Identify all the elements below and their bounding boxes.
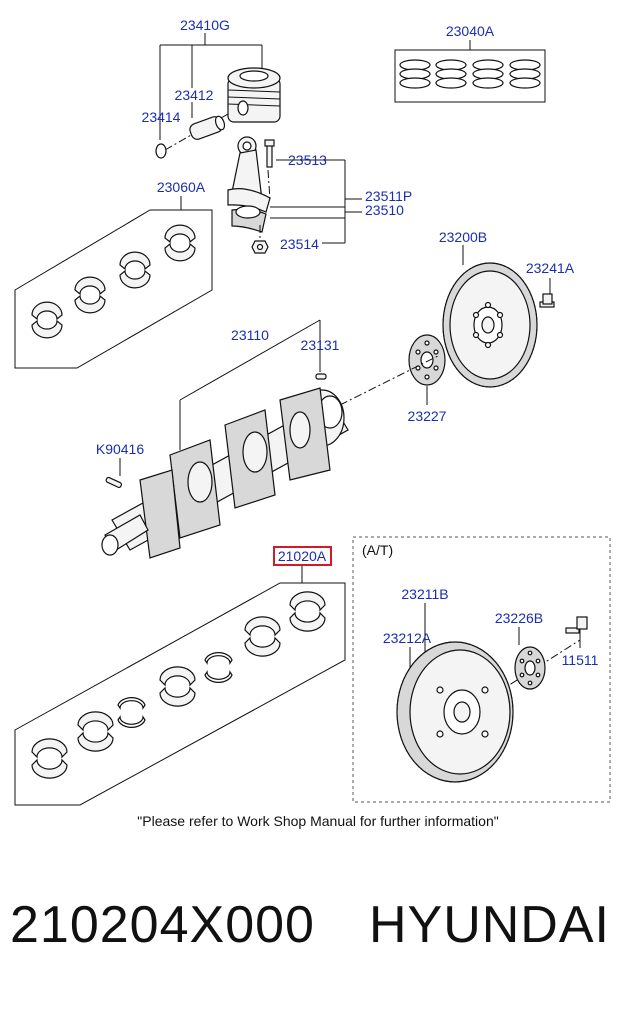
label-ring-gear[interactable]: 23212A (383, 630, 432, 646)
connecting-rod-group: 23513 23511P 23510 23514 (227, 136, 412, 254)
main-bearing-set: 21020A (14, 546, 346, 806)
key-icon[interactable] (105, 476, 123, 489)
workshop-note: "Please refer to Work Shop Manual for fu… (137, 813, 498, 829)
piston-group: 23410G 23412 23414 (142, 17, 281, 159)
main-bearing-icon[interactable] (31, 591, 326, 779)
spacer-plate-icon[interactable] (408, 334, 446, 386)
label-crank-pin[interactable]: 23131 (301, 337, 340, 353)
label-crankshaft[interactable]: 23110 (231, 327, 269, 343)
label-piston-ring-set[interactable]: 23040A (446, 23, 495, 39)
label-drive-plate-bolt[interactable]: 11511 (562, 652, 599, 668)
label-flywheel-bolt[interactable]: 23241A (526, 260, 575, 276)
crank-pin-icon[interactable] (315, 373, 327, 380)
piston-icon[interactable] (227, 67, 281, 123)
label-connecting-rod-cap[interactable]: 23510 (365, 202, 404, 218)
label-spacer-plate[interactable]: 23227 (408, 408, 447, 424)
label-flywheel[interactable]: 23200B (439, 229, 487, 245)
drive-plate-icon[interactable] (396, 641, 514, 783)
spacer-plate-group: 23227 (408, 334, 447, 424)
piston-pin-icon[interactable] (188, 115, 226, 141)
label-piston-assembly[interactable]: 23410G (180, 17, 230, 33)
label-connecting-rod-nut[interactable]: 23514 (280, 236, 319, 252)
label-snap-ring[interactable]: 23414 (142, 109, 181, 125)
label-drive-plate[interactable]: 23211B (401, 586, 448, 602)
crankshaft-group: 23110 23131 K90416 (96, 319, 441, 559)
rod-nut-icon[interactable] (251, 240, 269, 254)
piston-ring-set: 23040A (394, 23, 546, 103)
label-piston-pin[interactable]: 23412 (175, 87, 214, 103)
label-adapter-plate[interactable]: 23226B (495, 610, 543, 626)
brand-name: HYUNDAI (368, 896, 610, 954)
piston-ring-icon[interactable] (399, 59, 541, 89)
label-at-section: (A/T) (362, 542, 393, 558)
rod-bearing-icon[interactable] (31, 224, 196, 339)
rod-bolt-icon[interactable] (264, 139, 275, 168)
label-key[interactable]: K90416 (96, 441, 144, 457)
connecting-rod-icon[interactable] (227, 136, 271, 233)
highlight-box (273, 546, 332, 566)
label-connecting-rod-assembly[interactable]: 23511P (365, 188, 412, 204)
drive-plate-bolt-icon[interactable] (565, 616, 588, 634)
flywheel-group: 23200B 23241A (439, 229, 575, 388)
snap-ring-icon[interactable] (155, 143, 167, 159)
crankshaft-icon[interactable] (101, 387, 349, 559)
adapter-plate-icon[interactable] (514, 646, 546, 690)
at-section: (A/T) 23 (352, 536, 611, 803)
exploded-parts-diagram: 23410G 23412 23414 23040A (14, 17, 611, 829)
label-main-bearing-set[interactable]: 21020A (278, 548, 327, 564)
product-footer: 210204X000 HYUNDAI (0, 895, 624, 985)
rod-bearing-set: 23060A (14, 179, 213, 369)
part-number: 210204X000 (10, 896, 315, 954)
label-connecting-rod-bolt[interactable]: 23513 (288, 152, 327, 168)
label-rod-bearing-set[interactable]: 23060A (157, 179, 206, 195)
flywheel-icon[interactable] (442, 262, 538, 388)
flywheel-bolt-icon[interactable] (539, 293, 555, 308)
